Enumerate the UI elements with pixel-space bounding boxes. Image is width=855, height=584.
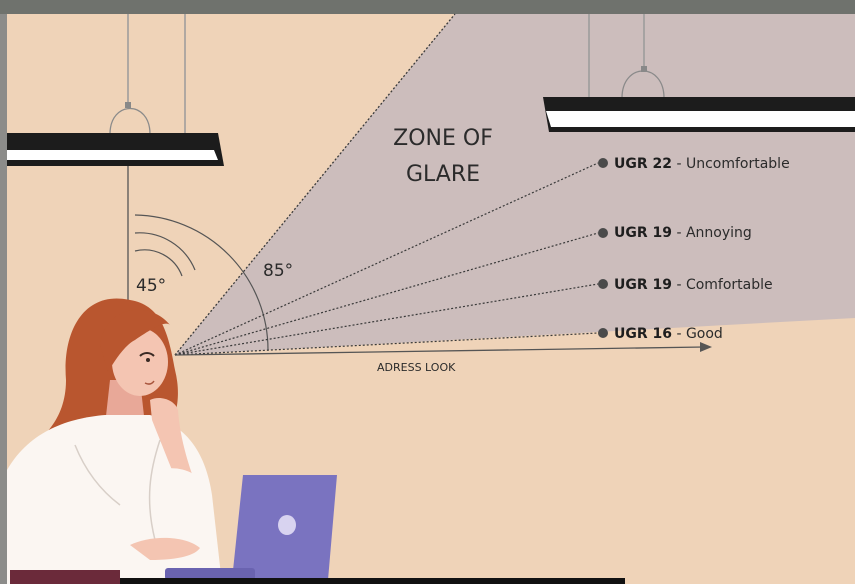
zone-label-line2: GLARE <box>406 162 480 187</box>
zone-label-line1: ZONE OF <box>393 126 493 151</box>
look-axis-line <box>174 346 705 356</box>
ugr-marker <box>598 158 608 168</box>
top-strip <box>0 0 855 14</box>
ugr-marker <box>598 228 608 238</box>
right-lamp <box>543 14 855 132</box>
ugr-label: UGR 22 - Uncomfortable <box>614 156 790 172</box>
bottom-bar <box>120 578 625 584</box>
ugr-marker <box>598 328 608 338</box>
laptop <box>165 475 337 580</box>
ugr-label: UGR 19 - Comfortable <box>614 277 773 293</box>
glare-zone-edge <box>174 13 456 356</box>
ugr-marker <box>598 279 608 289</box>
woman-illustration <box>7 298 222 584</box>
angle-arc-85 <box>134 214 269 351</box>
sight-lines <box>174 162 599 356</box>
angle-arc-45 <box>134 249 183 277</box>
ugr-label: UGR 19 - Annoying <box>614 225 752 241</box>
left-lamp <box>7 14 224 340</box>
look-axis-arrowhead <box>700 342 712 352</box>
ugr-label: UGR 16 - Good <box>614 326 723 342</box>
look-axis-label: ADRESS LOOK <box>377 361 456 374</box>
angle-label-85: 85° <box>263 261 293 281</box>
angle-arc-mid <box>134 232 196 271</box>
angle-label-45: 45° <box>136 276 166 296</box>
